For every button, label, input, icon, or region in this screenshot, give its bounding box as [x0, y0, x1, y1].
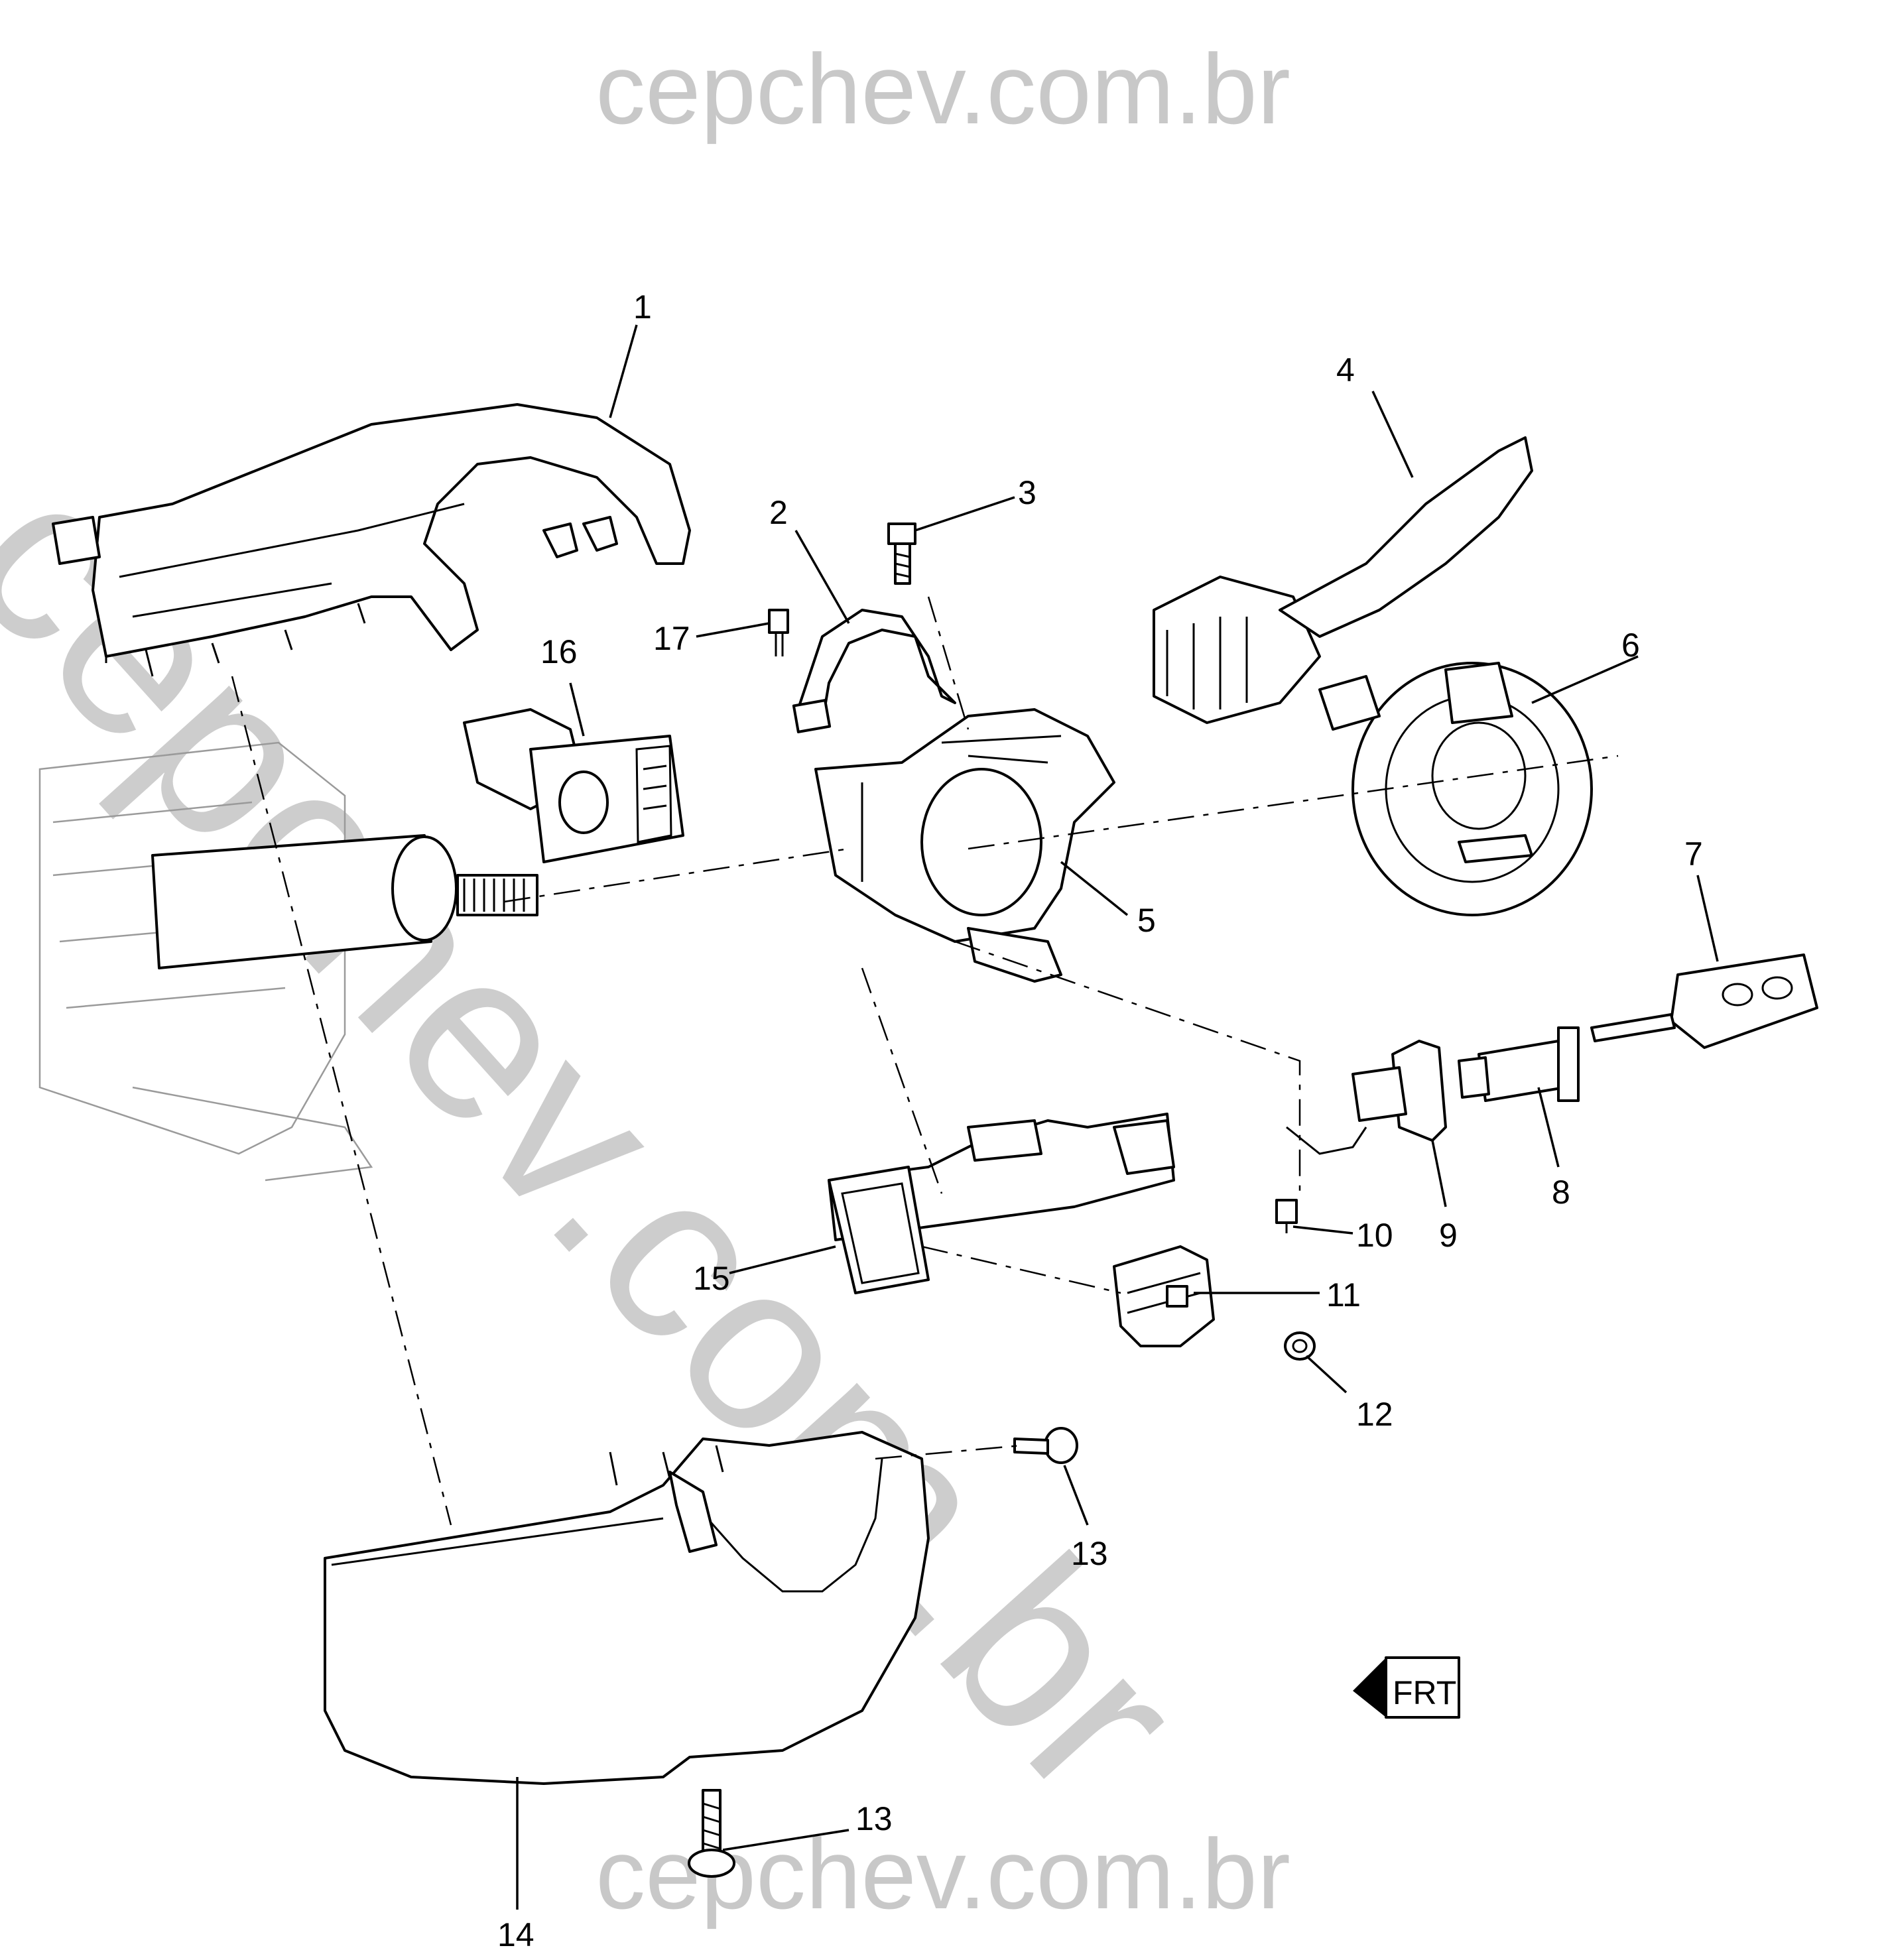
callout-10: 10 — [1356, 1217, 1393, 1254]
callout-labels: 1 2 3 4 5 6 7 8 9 10 11 12 13 13 14 15 1… — [497, 288, 1703, 1953]
lock-cylinder — [1458, 1026, 1580, 1102]
switch-block — [1113, 1245, 1215, 1347]
callout-15: 15 — [693, 1260, 730, 1297]
assembly-centerlines — [231, 596, 1619, 1526]
callout-17: 17 — [653, 620, 690, 657]
callout-4: 4 — [1336, 351, 1355, 389]
callout-2: 2 — [769, 494, 788, 531]
callout-13b: 13 — [855, 1800, 893, 1837]
strap-bracket — [792, 609, 956, 733]
front-indicator: FRT — [1353, 1656, 1460, 1719]
steering-column-ghost — [38, 741, 538, 1182]
lower-trim-cover — [324, 1431, 930, 1785]
callout-1: 1 — [633, 288, 652, 326]
callout-7: 7 — [1684, 835, 1703, 873]
callout-14: 14 — [497, 1916, 534, 1953]
bolt-3 — [887, 522, 916, 585]
screw-10 — [1275, 1199, 1298, 1233]
switch-housing — [814, 708, 1115, 983]
callout-9: 9 — [1439, 1217, 1458, 1254]
key-fob — [1590, 953, 1818, 1049]
clock-spring — [1318, 662, 1593, 916]
upper-trim-cover — [52, 403, 691, 677]
callout-13a: 13 — [1071, 1535, 1108, 1572]
callout-12: 12 — [1356, 1396, 1393, 1433]
ignition-bezel — [1286, 1040, 1447, 1155]
watermark-top: cepchev.com.br — [596, 33, 1290, 145]
callout-5: 5 — [1137, 902, 1156, 939]
right-lever-switch — [1153, 436, 1533, 724]
callout-11: 11 — [1326, 1276, 1361, 1314]
screw-17 — [768, 609, 789, 656]
screw-13-lower — [688, 1789, 735, 1878]
callout-3: 3 — [1018, 474, 1037, 511]
callout-8: 8 — [1552, 1174, 1570, 1211]
washer — [1284, 1331, 1316, 1361]
left-multifunction-switch — [463, 708, 684, 863]
callout-16: 16 — [540, 633, 578, 670]
ignition-switch-module — [828, 1113, 1175, 1294]
front-indicator-label: FRT — [1393, 1674, 1456, 1711]
callout-6: 6 — [1621, 627, 1640, 664]
screw-13-upper — [1013, 1427, 1078, 1464]
leader-lines — [516, 324, 1719, 1910]
